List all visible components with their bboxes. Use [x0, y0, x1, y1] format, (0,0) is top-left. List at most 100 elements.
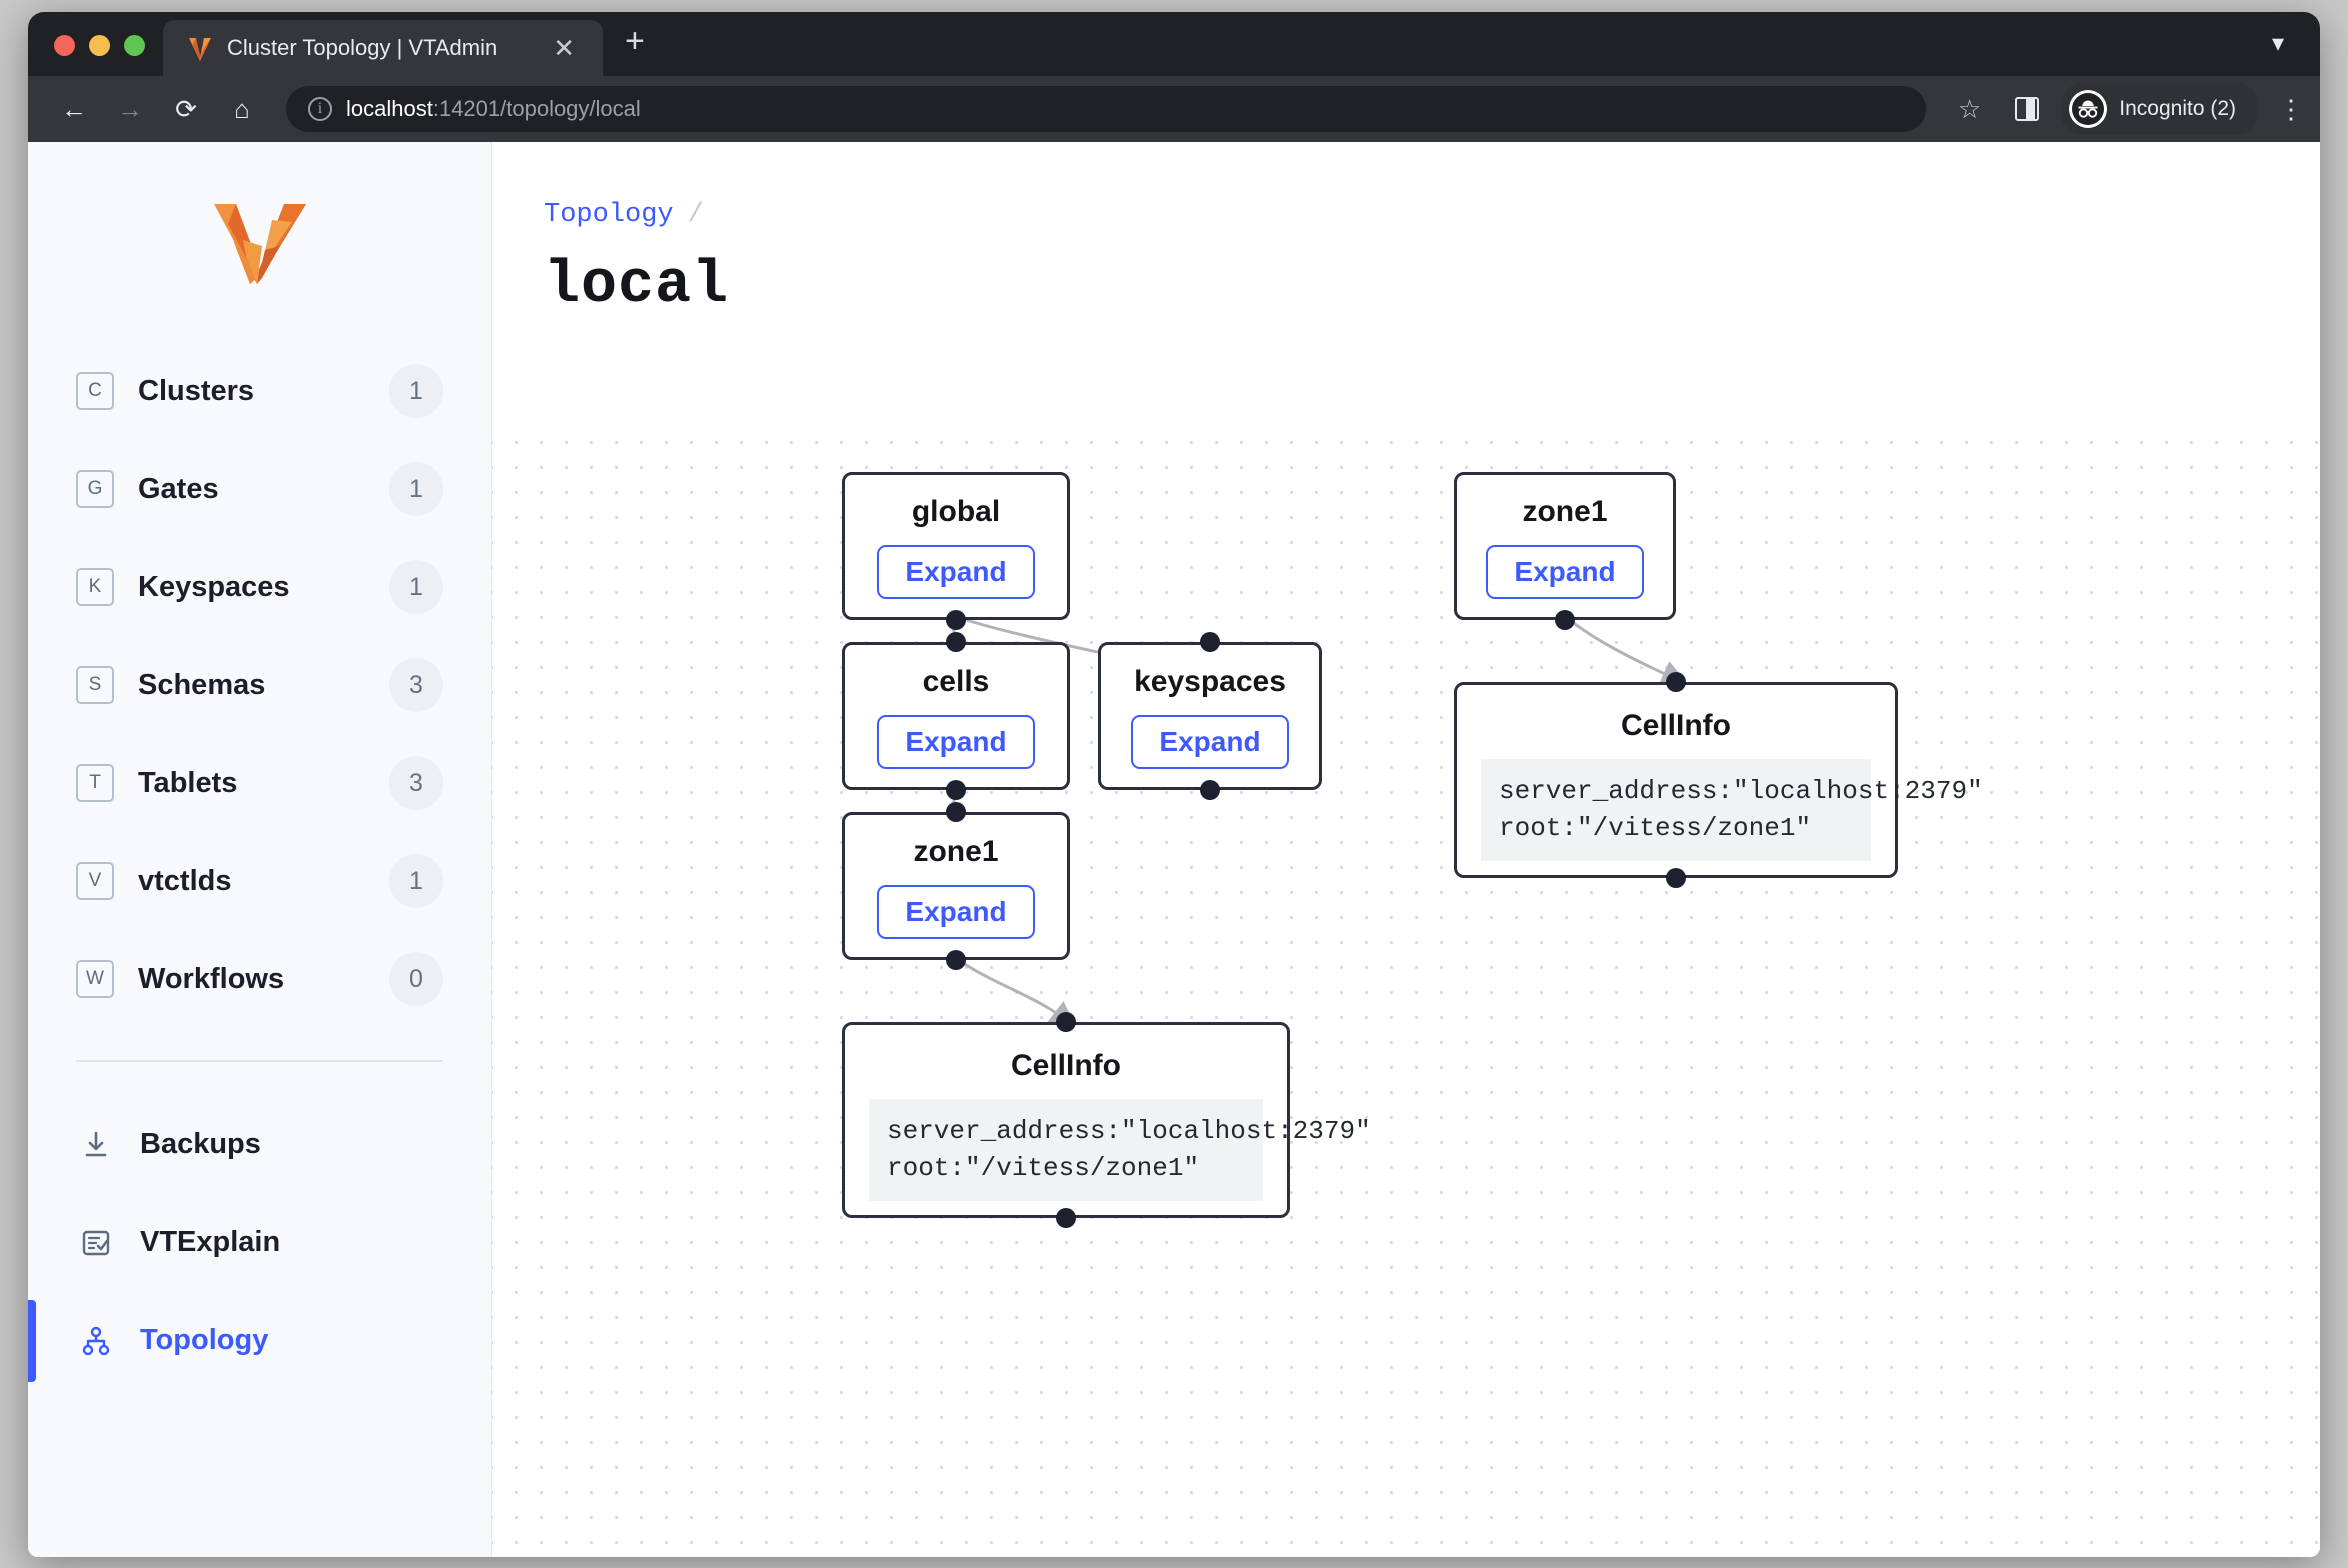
vitess-logo[interactable] — [28, 182, 491, 342]
sidebar-item-count: 3 — [389, 658, 443, 712]
node-handle-bottom[interactable] — [1056, 1208, 1076, 1228]
expand-button[interactable]: Expand — [877, 885, 1035, 939]
node-handle-bottom[interactable] — [1200, 780, 1220, 800]
url-host: localhost — [346, 96, 433, 121]
profile-chip[interactable]: Incognito (2) — [2061, 83, 2258, 135]
node-title: cells — [922, 665, 990, 698]
bookmark-star-icon[interactable]: ☆ — [1957, 93, 1982, 124]
close-icon[interactable]: ✕ — [553, 33, 575, 63]
expand-button[interactable]: Expand — [1486, 545, 1644, 599]
node-handle-top[interactable] — [946, 632, 966, 652]
sidebar-item-backups[interactable]: Backups — [76, 1096, 443, 1194]
forward-arrow-icon[interactable]: → — [117, 93, 143, 124]
node-handle-top[interactable] — [1666, 672, 1686, 692]
breadcrumb-separator: / — [687, 200, 704, 230]
sidebar-item-workflows[interactable]: W Workflows 0 — [76, 930, 443, 1028]
info-circle-icon[interactable]: i — [308, 97, 332, 121]
app-body: C Clusters 1 G Gates 1 K Keyspaces 1 S S… — [28, 142, 2320, 1557]
incognito-icon — [2069, 90, 2108, 128]
topology-node-zone1-right[interactable]: zone1 Expand — [1454, 472, 1676, 630]
address-bar[interactable]: i localhost:14201/topology/local — [286, 86, 1926, 132]
sidebar-item-clusters[interactable]: C Clusters 1 — [76, 342, 443, 440]
sitemap-icon — [76, 1321, 116, 1361]
profile-label: Incognito (2) — [2119, 97, 2236, 120]
sidebar-item-label: Keyspaces — [138, 570, 290, 603]
node-handle-bottom[interactable] — [1555, 610, 1575, 630]
topology-node-cells[interactable]: cells Expand — [842, 632, 1070, 800]
node-handle-bottom[interactable] — [946, 780, 966, 800]
active-indicator — [28, 1299, 36, 1382]
topology-node-zone1-left[interactable]: zone1 Expand — [842, 802, 1070, 970]
back-arrow-icon[interactable]: ← — [61, 93, 87, 124]
node-handle-top[interactable] — [1200, 632, 1220, 652]
topology-node-cellinfo-right[interactable]: CellInfo server_address:"localhost:2379"… — [1454, 672, 1983, 888]
node-handle-bottom[interactable] — [946, 610, 966, 630]
node-title: CellInfo — [1011, 1049, 1121, 1082]
sidebar-item-count: 1 — [389, 854, 443, 908]
kebab-menu-icon[interactable]: ⋮ — [2278, 93, 2304, 124]
sidebar-item-topology[interactable]: Topology — [28, 1292, 443, 1390]
sidebar-item-vtexplain[interactable]: VTExplain — [76, 1194, 443, 1292]
sidebar-item-count: 0 — [389, 952, 443, 1006]
sidebar-item-label: Workflows — [138, 962, 285, 995]
node-handle-top[interactable] — [1056, 1012, 1076, 1032]
node-title: zone1 — [913, 835, 999, 868]
expand-button[interactable]: Expand — [877, 545, 1035, 599]
letter-badge-v-icon: V — [76, 862, 114, 900]
browser-tab[interactable]: Cluster Topology | VTAdmin ✕ — [163, 20, 603, 76]
browser-toolbar: ← → ⟳ ⌂ i localhost:14201/topology/local… — [28, 76, 2320, 142]
url-path: :14201/topology/local — [432, 96, 641, 121]
vitess-logo-icon — [187, 35, 213, 61]
node-handle-bottom[interactable] — [1666, 868, 1686, 888]
letter-badge-w-icon: W — [76, 960, 114, 998]
plus-icon[interactable]: + — [625, 22, 645, 60]
tab-title: Cluster Topology | VTAdmin — [227, 35, 498, 60]
cellinfo-code: server_address:"localhost:2379" root:"/v… — [869, 1099, 1371, 1201]
sidebar-item-schemas[interactable]: S Schemas 3 — [76, 636, 443, 734]
sidebar-item-count: 1 — [389, 364, 443, 418]
sidebar-item-label: Schemas — [138, 668, 266, 701]
cellinfo-code: server_address:"localhost:2379" root:"/v… — [1481, 759, 1983, 861]
topology-node-cellinfo-left[interactable]: CellInfo server_address:"localhost:2379"… — [842, 1012, 1371, 1228]
node-title: keyspaces — [1134, 665, 1286, 698]
sidebar-item-label: vtctlds — [138, 864, 232, 897]
download-icon — [76, 1125, 116, 1165]
minimize-window-button[interactable] — [89, 35, 110, 56]
sidebar-item-label: Clusters — [138, 374, 255, 407]
letter-badge-k-icon: K — [76, 568, 114, 606]
sidebar: C Clusters 1 G Gates 1 K Keyspaces 1 S S… — [28, 142, 492, 1557]
reload-icon[interactable]: ⟳ — [175, 93, 197, 124]
browser-window: Cluster Topology | VTAdmin ✕ + ▾ ← → ⟳ ⌂… — [28, 12, 2320, 1557]
topology-node-keyspaces[interactable]: keyspaces Expand — [1098, 632, 1322, 800]
home-icon[interactable]: ⌂ — [234, 93, 250, 124]
chevron-down-icon[interactable]: ▾ — [2271, 30, 2284, 57]
sidebar-item-gates[interactable]: G Gates 1 — [76, 440, 443, 538]
sidebar-item-keyspaces[interactable]: K Keyspaces 1 — [76, 538, 443, 636]
maximize-window-button[interactable] — [124, 35, 145, 56]
sidebar-item-count: 1 — [389, 560, 443, 614]
node-title: global — [911, 495, 1001, 528]
node-handle-top[interactable] — [946, 802, 966, 822]
topology-canvas[interactable]: global Expand cells Expand keyspaces Exp… — [492, 424, 2320, 1554]
sidebar-primary-nav: C Clusters 1 G Gates 1 K Keyspaces 1 S S… — [28, 342, 491, 1390]
main-content: Topology/ local — [492, 142, 2320, 1557]
sidebar-item-label: Backups — [140, 1128, 261, 1160]
window-controls — [28, 35, 163, 76]
sidebar-item-vtctlds[interactable]: V vtctlds 1 — [76, 832, 443, 930]
expand-button[interactable]: Expand — [877, 715, 1035, 769]
tab-strip: Cluster Topology | VTAdmin ✕ + ▾ — [28, 12, 2320, 76]
sidebar-item-count: 1 — [389, 462, 443, 516]
node-handle-bottom[interactable] — [946, 950, 966, 970]
edge-zone1-cellinfo-left — [953, 955, 1077, 1029]
side-panel-icon[interactable] — [2015, 97, 2040, 121]
sidebar-item-label: VTExplain — [140, 1226, 281, 1258]
sidebar-item-tablets[interactable]: T Tablets 3 — [76, 734, 443, 832]
node-title: CellInfo — [1621, 709, 1731, 742]
letter-badge-c-icon: C — [76, 372, 114, 410]
letter-badge-t-icon: T — [76, 764, 114, 802]
url-text: localhost:14201/topology/local — [346, 96, 641, 122]
breadcrumb-topology-link[interactable]: Topology — [544, 200, 674, 230]
topology-node-global[interactable]: global Expand — [842, 472, 1070, 630]
close-window-button[interactable] — [54, 35, 75, 56]
expand-button[interactable]: Expand — [1131, 715, 1289, 769]
